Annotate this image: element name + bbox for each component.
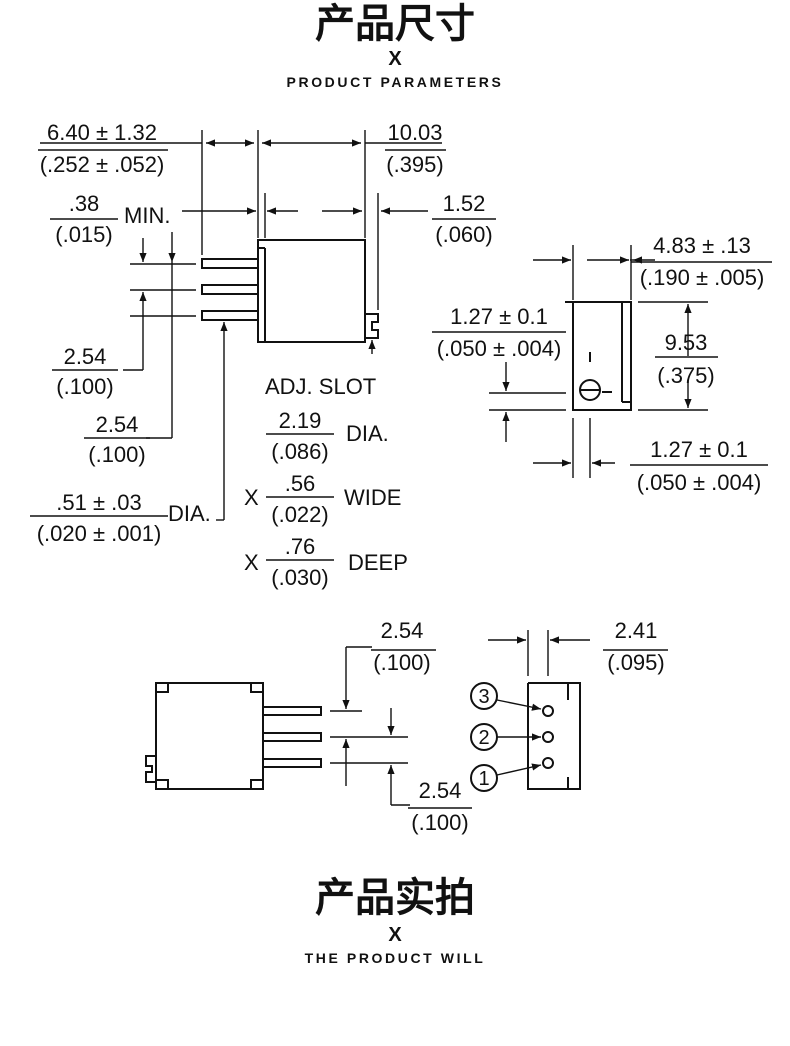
pin-label-circle-1 <box>470 764 498 792</box>
dim-pin-offset-in: (.095) <box>607 650 664 675</box>
dim-lead-diameter-in: (.020 ± .001) <box>37 521 162 546</box>
side-view-lead-top <box>201 258 259 269</box>
dim-lead-diameter-suffix: DIA. <box>168 501 211 526</box>
dim-slot-depth-in: (.030) <box>271 565 328 590</box>
side-view-body <box>257 239 366 343</box>
adj-slot-label: ADJ. SLOT <box>265 374 376 399</box>
end-view-body <box>572 301 632 411</box>
dim-slot-depth: .76 <box>285 534 316 559</box>
dim-slot-offset-in: (.060) <box>435 222 492 247</box>
dim-screw-edge-in: (.050 ± .004) <box>637 470 762 495</box>
dim-bottom-pitch-a-in: (.100) <box>373 650 430 675</box>
pin-label-3: 3 <box>478 686 489 708</box>
section-subtitle: THE PRODUCT WILL <box>304 950 486 966</box>
dim-slot-diameter: 2.19 <box>279 408 322 433</box>
title-separator-x: X <box>388 48 402 70</box>
pinout-labels: 3 2 1 2.41 (.095) <box>478 618 664 790</box>
dim-standoff: .38 <box>69 191 100 216</box>
side-view-lead-middle <box>201 284 259 295</box>
dim-bottom-pitch-b-in: (.100) <box>411 810 468 835</box>
dim-standoff-suffix: MIN. <box>124 203 170 228</box>
dim-lead-diameter: .51 ± .03 <box>56 490 141 515</box>
end-view-dimension-lines <box>432 245 772 478</box>
side-view-dimension-lines <box>30 130 496 561</box>
bottom-view <box>145 682 322 790</box>
dim-overall-lead-length-in: (.252 ± .052) <box>40 152 165 177</box>
pin-label-2: 2 <box>478 727 489 749</box>
dim-slot-width-multiplier: X <box>244 485 259 510</box>
dim-slot-depth-suffix: DEEP <box>348 550 408 575</box>
pinout-dimension-lines <box>488 630 668 776</box>
bottom-view-dimension-lines <box>330 646 472 809</box>
pin-label-circle-3 <box>470 682 498 710</box>
dim-standoff-in: (.015) <box>55 222 112 247</box>
pin-label-1: 1 <box>478 768 489 790</box>
dim-bottom-pitch-a: 2.54 <box>381 618 424 643</box>
dim-slot-diameter-in: (.086) <box>271 439 328 464</box>
pin-hole-1 <box>542 757 554 769</box>
side-view <box>201 239 379 343</box>
page-subtitle: PRODUCT PARAMETERS <box>286 74 504 90</box>
dim-body-width-in: (.190 ± .005) <box>640 265 765 290</box>
bottom-view-body <box>155 682 264 790</box>
dim-slot-depth-multiplier: X <box>244 550 259 575</box>
dim-lead-pitch-b: 2.54 <box>96 412 139 437</box>
dim-lead-pitch-a: 2.54 <box>64 344 107 369</box>
dim-bottom-pitch-b: 2.54 <box>419 778 462 803</box>
adjust-slot-notch <box>365 313 379 339</box>
dim-slot-width-suffix: WIDE <box>344 485 401 510</box>
dim-body-length: 10.03 <box>387 120 442 145</box>
dim-slot-width: .56 <box>285 471 316 496</box>
dim-overall-lead-length: 6.40 ± 1.32 <box>47 120 157 145</box>
pinout-view <box>470 682 581 792</box>
dim-body-width: 4.83 ± .13 <box>653 233 751 258</box>
end-view-labels: 4.83 ± .13 (.190 ± .005) 1.27 ± 0.1 (.05… <box>437 233 765 495</box>
bottom-view-lead-top <box>262 706 322 716</box>
pinout-body <box>527 682 581 790</box>
bottom-view-lead-bottom <box>262 758 322 768</box>
pin-hole-2 <box>542 731 554 743</box>
side-view-lead-bottom <box>201 310 259 321</box>
bottom-view-lead-middle <box>262 732 322 742</box>
dim-lead-pitch-b-in: (.100) <box>88 442 145 467</box>
end-view <box>565 301 632 411</box>
side-view-labels: 6.40 ± 1.32 (.252 ± .052) 10.03 (.395) .… <box>37 120 493 590</box>
bottom-view-labels: 2.54 (.100) 2.54 (.100) <box>373 618 468 835</box>
dim-slot-diameter-suffix: DIA. <box>346 421 389 446</box>
dim-body-height-in: (.375) <box>657 363 714 388</box>
page-title: 产品尺寸 <box>315 1 475 47</box>
dim-screw-edge: 1.27 ± 0.1 <box>650 437 748 462</box>
dim-lead-pitch-a-in: (.100) <box>56 374 113 399</box>
dim-screw-offset-in: (.050 ± .004) <box>437 336 562 361</box>
pin-hole-3 <box>542 705 554 717</box>
section-separator-x: X <box>388 924 402 946</box>
dim-body-length-in: (.395) <box>386 152 443 177</box>
dim-body-height: 9.53 <box>665 330 708 355</box>
dim-pin-offset: 2.41 <box>615 618 658 643</box>
section-title: 产品实拍 <box>315 875 475 921</box>
dim-screw-offset: 1.27 ± 0.1 <box>450 304 548 329</box>
dim-slot-offset: 1.52 <box>443 191 486 216</box>
dim-slot-width-in: (.022) <box>271 502 328 527</box>
